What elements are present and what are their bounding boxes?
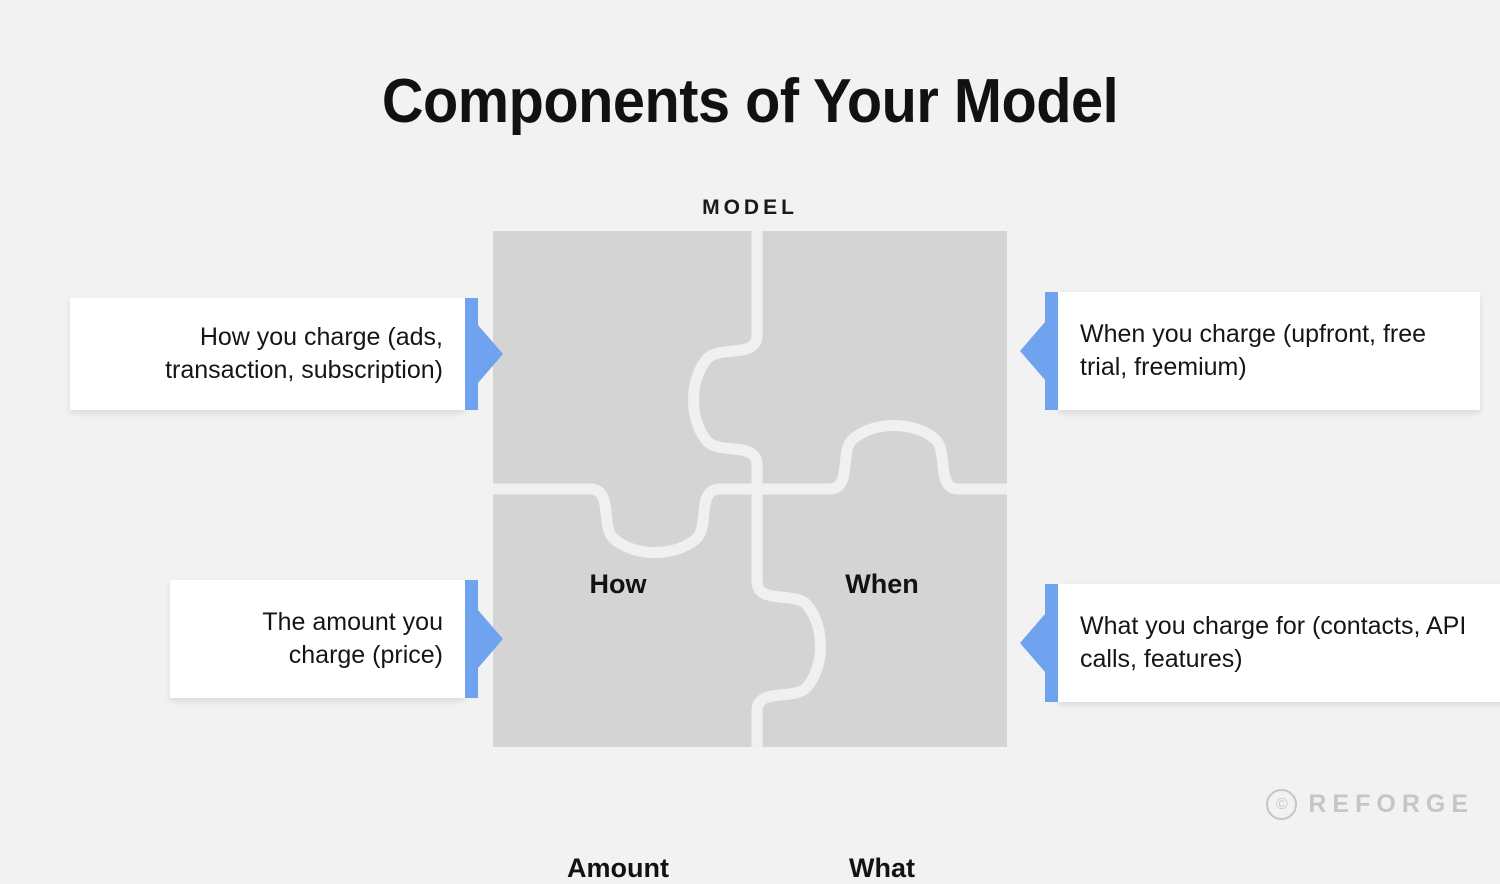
- callout-amount-arrow-right-icon: [465, 580, 503, 698]
- callout-amount-box: The amount you charge (price): [170, 580, 465, 698]
- callout-how-box: How you charge (ads, transaction, subscr…: [70, 298, 465, 410]
- puzzle-piece-amount: Amount: [567, 853, 669, 883]
- puzzle-piece-what: What: [849, 853, 915, 883]
- callout-when-text: When you charge (upfront, free trial, fr…: [1080, 319, 1427, 382]
- callout-what-arrow-left-icon: [1020, 584, 1058, 702]
- callout-amount: The amount you charge (price): [170, 580, 503, 698]
- reforge-logo: © REFORGE: [1266, 789, 1474, 820]
- puzzle-seams: [493, 231, 1007, 747]
- callout-when-box: When you charge (upfront, free trial, fr…: [1058, 292, 1480, 410]
- callout-how-text: How you charge (ads, transaction, subscr…: [165, 322, 443, 385]
- callout-what-text: What you charge for (contacts, API calls…: [1080, 611, 1467, 674]
- puzzle-diagram: How When Amount What: [493, 231, 1007, 883]
- copyright-icon: ©: [1266, 789, 1298, 820]
- slide-canvas: Components of Your Model MODEL How When …: [70, 66, 1500, 883]
- diagram-caption: MODEL: [702, 196, 798, 219]
- callout-when: When you charge (upfront, free trial, fr…: [1020, 292, 1480, 410]
- callout-how: How you charge (ads, transaction, subscr…: [70, 298, 503, 410]
- callout-what-box: What you charge for (contacts, API calls…: [1058, 584, 1500, 702]
- callout-what: What you charge for (contacts, API calls…: [1020, 584, 1500, 702]
- callout-amount-text: The amount you charge (price): [262, 607, 443, 670]
- callout-how-arrow-right-icon: [465, 298, 503, 410]
- callout-when-arrow-left-icon: [1020, 292, 1058, 410]
- page-title: Components of Your Model: [381, 66, 1119, 136]
- reforge-wordmark: REFORGE: [1308, 790, 1474, 818]
